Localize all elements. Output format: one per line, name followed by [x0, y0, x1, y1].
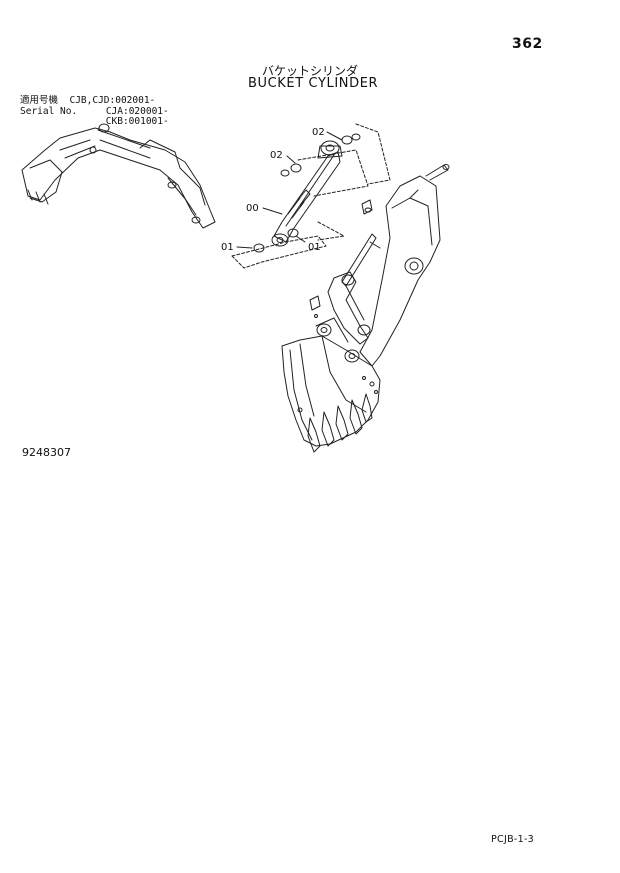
leader-lines	[236, 131, 343, 249]
figure-number: 9248307	[22, 446, 71, 459]
arm-and-bucket	[281, 164, 450, 453]
callout-00: 00	[246, 203, 259, 214]
serial-row-1: 適用号機 CJB,CJD:002001-	[20, 95, 169, 107]
overview-excavator-front	[21, 123, 216, 229]
page-number: 362	[512, 36, 543, 52]
title-english: BUCKET CYLINDER	[248, 76, 379, 91]
callout-01-left: 01	[221, 242, 234, 253]
serial-range-1: CJB,CJD:002001-	[69, 95, 156, 106]
serial-label-en: Serial No.	[20, 105, 78, 117]
serial-info: 適用号機 CJB,CJD:002001- Serial No. CJA:0200…	[20, 95, 169, 128]
title-japanese: バケットシリンダ	[262, 64, 359, 78]
callout-01-right: 01	[308, 242, 321, 253]
callout-02-lower: 02	[270, 150, 283, 161]
bucket-cylinder-assembly	[253, 133, 361, 253]
mounting-planes	[231, 123, 391, 269]
serial-row-3: CKB:001001-	[20, 116, 169, 128]
serial-label-jp: 適用号機	[20, 95, 59, 106]
serial-range-3: CKB:001001-	[105, 116, 169, 127]
callout-02-upper: 02	[312, 127, 325, 138]
footer-code: PCJB-1-3	[491, 834, 535, 845]
serial-row-2: Serial No. CJA:020001-	[20, 105, 169, 118]
serial-range-2: CJA:020001-	[105, 105, 169, 117]
callout-labels: 02 02 00 01 01	[221, 127, 325, 253]
